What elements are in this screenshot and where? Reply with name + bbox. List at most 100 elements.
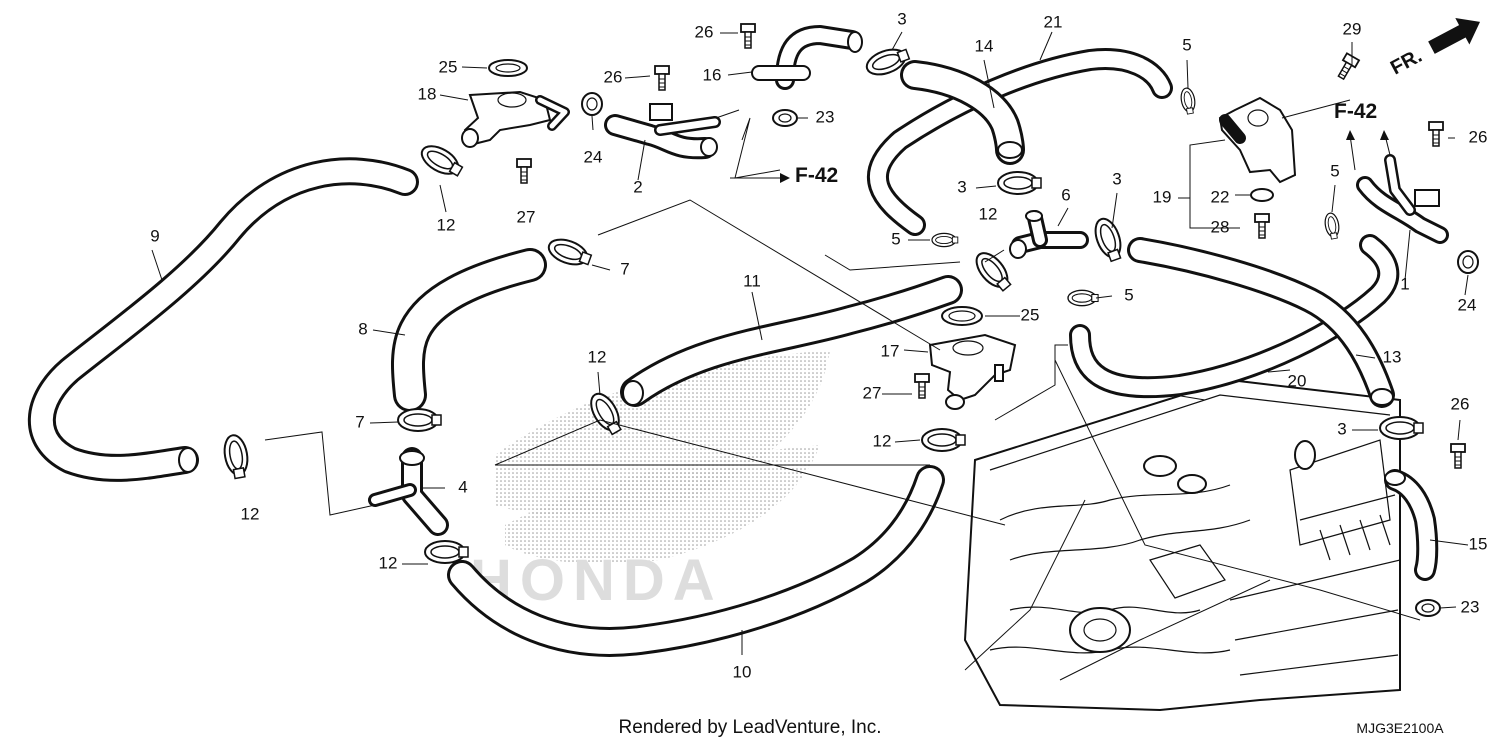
clamp-5-d[interactable] <box>1322 211 1342 241</box>
pipe-16[interactable] <box>751 25 863 90</box>
water-outlet-18[interactable] <box>461 90 570 148</box>
callout-25: 25 <box>439 57 458 76</box>
hose-11[interactable] <box>620 275 963 407</box>
hose-15[interactable] <box>1384 469 1439 581</box>
hose-10[interactable] <box>447 465 945 657</box>
callout-8: 8 <box>358 319 367 338</box>
callout-24: 24 <box>1458 295 1477 314</box>
callout-2: 2 <box>633 177 642 196</box>
oring-24-a[interactable] <box>581 92 603 116</box>
callout-6: 6 <box>1061 185 1070 204</box>
callout-23: 23 <box>1461 597 1480 616</box>
callout-9: 9 <box>150 226 159 245</box>
bolt-28[interactable] <box>1254 213 1270 239</box>
hose-8[interactable] <box>390 248 547 412</box>
bolt-27-a[interactable] <box>516 158 532 184</box>
callout-5: 5 <box>891 229 900 248</box>
clamp-7-a[interactable] <box>544 233 595 272</box>
callout-16: 16 <box>703 65 722 84</box>
callout-20: 20 <box>1288 371 1307 390</box>
callout-12: 12 <box>379 553 398 572</box>
callout-26: 26 <box>1469 127 1488 146</box>
callout-7: 7 <box>620 259 629 278</box>
reference-f42-right[interactable]: F-42 <box>1334 100 1377 123</box>
washer-22[interactable] <box>1250 188 1274 202</box>
callout-3: 3 <box>897 9 906 28</box>
clamp-3-b[interactable] <box>997 171 1042 195</box>
bolt-27-b[interactable] <box>914 373 930 399</box>
hose-13[interactable] <box>1127 237 1395 408</box>
callout-28: 28 <box>1211 217 1230 236</box>
callout-26: 26 <box>1451 394 1470 413</box>
hose-20[interactable] <box>1069 234 1400 399</box>
footer-credit: Rendered by LeadVenture, Inc. <box>618 717 881 738</box>
bolt-29[interactable] <box>1334 52 1360 82</box>
callout-7: 7 <box>355 412 364 431</box>
callout-27: 27 <box>517 207 536 226</box>
arrow-to-f42-left <box>730 173 790 183</box>
bolt-26-a[interactable] <box>740 23 756 49</box>
gasket-25-b[interactable] <box>941 306 983 326</box>
leader-lines <box>151 31 1469 681</box>
callout-12: 12 <box>979 204 998 223</box>
oring-23-b[interactable] <box>1415 599 1441 617</box>
callout-1: 1 <box>1400 274 1409 293</box>
callout-17: 17 <box>881 341 900 360</box>
reference-f42-left[interactable]: F-42 <box>795 164 838 187</box>
callout-3: 3 <box>1337 419 1346 438</box>
callout-14: 14 <box>975 36 994 55</box>
clamp-5-a[interactable] <box>1178 86 1198 116</box>
callout-29: 29 <box>1343 19 1362 38</box>
engine-assembly <box>963 378 1401 712</box>
callout-18: 18 <box>418 84 437 103</box>
clamp-3-d[interactable] <box>1379 416 1424 440</box>
callout-5: 5 <box>1124 285 1133 304</box>
callout-26: 26 <box>695 22 714 41</box>
oring-23-a[interactable] <box>772 109 798 127</box>
hose-9[interactable] <box>27 157 419 482</box>
water-outlet-17[interactable] <box>928 333 1017 410</box>
clamp-5-c[interactable] <box>1067 289 1099 307</box>
callout-26: 26 <box>604 67 623 86</box>
callout-21: 21 <box>1044 12 1063 31</box>
clamp-3-c[interactable] <box>1089 214 1128 265</box>
joint-4[interactable] <box>368 447 449 536</box>
callout-13: 13 <box>1383 347 1402 366</box>
callout-5: 5 <box>1182 35 1191 54</box>
pipe-1[interactable] <box>1356 154 1449 244</box>
clamp-12-e[interactable] <box>921 428 966 452</box>
bolt-26-b[interactable] <box>654 65 670 91</box>
callout-3: 3 <box>1112 169 1121 188</box>
clamp-7-b[interactable] <box>397 408 442 432</box>
clamp-12-c[interactable] <box>424 540 469 564</box>
thermostat-housing-19[interactable] <box>1218 96 1297 184</box>
oring-24-b[interactable] <box>1457 250 1479 274</box>
clamp-12-f[interactable] <box>969 246 1017 296</box>
callout-27: 27 <box>863 383 882 402</box>
callout-11: 11 <box>743 271 761 290</box>
callout-12: 12 <box>241 504 260 523</box>
clamp-12-a[interactable] <box>416 139 467 183</box>
callout-12: 12 <box>873 431 892 450</box>
callout-19: 19 <box>1153 187 1172 206</box>
callout-5: 5 <box>1330 161 1339 180</box>
callout-12: 12 <box>437 215 456 234</box>
front-direction-indicator: FR. <box>1387 18 1481 79</box>
callout-labels: 1 2 3 3 3 3 4 5 5 5 5 6 7 7 8 9 10 11 12… <box>150 9 1487 681</box>
bolt-26-d[interactable] <box>1450 443 1466 469</box>
bolt-26-c[interactable] <box>1428 121 1444 147</box>
callout-23: 23 <box>816 107 835 126</box>
joint-6[interactable] <box>1009 210 1089 259</box>
callout-3: 3 <box>957 177 966 196</box>
clamp-5-b[interactable] <box>931 232 959 248</box>
callout-25: 25 <box>1021 305 1040 324</box>
hose-14[interactable] <box>900 60 1025 165</box>
callout-4: 4 <box>458 477 467 496</box>
gasket-25-a[interactable] <box>488 59 528 77</box>
callout-10: 10 <box>733 662 752 681</box>
diagram-code: MJG3E2100A <box>1356 720 1444 736</box>
honda-wing-watermark: HONDA <box>470 350 830 613</box>
pipe-2[interactable] <box>604 103 721 160</box>
clamp-12-b[interactable] <box>220 432 252 481</box>
